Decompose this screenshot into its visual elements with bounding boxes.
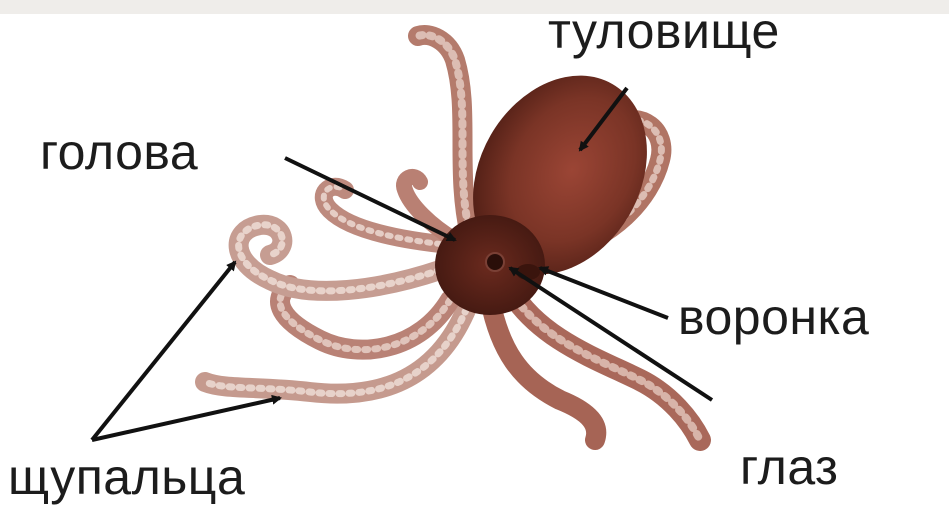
label-funnel: воронка (678, 292, 869, 342)
eye (486, 253, 504, 271)
label-eye: глаз (740, 442, 838, 492)
label-tentacles: щупальца (8, 452, 245, 502)
label-body: туловище (548, 6, 780, 56)
tentacle-small-curl (404, 177, 455, 240)
label-head: голова (40, 127, 198, 177)
arrow-funnel (540, 268, 668, 318)
top-band (0, 0, 949, 14)
